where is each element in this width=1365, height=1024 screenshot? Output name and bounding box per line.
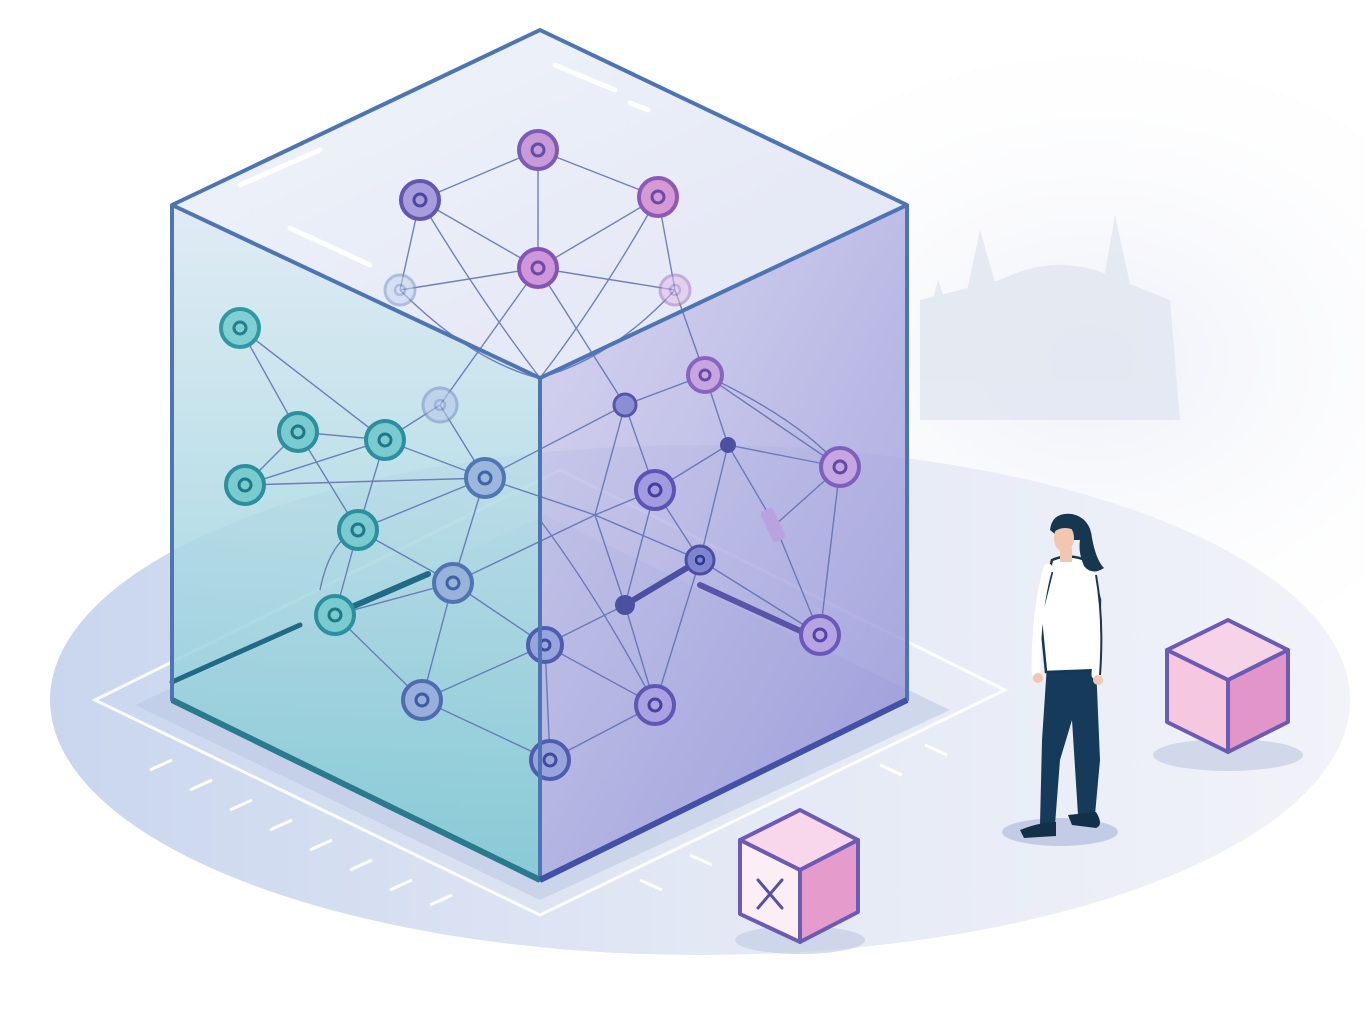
network-node — [517, 247, 559, 289]
network-node — [760, 507, 786, 543]
network-node — [219, 307, 261, 349]
network-node — [277, 411, 319, 453]
network-node — [634, 684, 676, 726]
network-node — [337, 509, 379, 551]
standing-person — [1002, 513, 1118, 846]
network-node — [615, 595, 635, 615]
network-node — [399, 179, 441, 221]
network-node — [658, 273, 692, 307]
network-node — [684, 544, 716, 576]
network-node — [799, 614, 841, 656]
network-node — [637, 176, 679, 218]
cube-edges — [170, 28, 909, 883]
network-node — [224, 464, 266, 506]
glass-cube — [169, 28, 909, 883]
pink-box-with-x — [735, 808, 865, 954]
network-node — [401, 679, 443, 721]
close-icon — [756, 878, 784, 910]
network-node — [464, 457, 506, 499]
network-node — [314, 594, 356, 636]
network-node — [529, 739, 571, 781]
network-node — [364, 419, 406, 461]
pink-box — [1153, 618, 1303, 771]
background-trees — [920, 215, 1180, 420]
network-node — [634, 469, 676, 511]
network-node — [421, 386, 459, 424]
network-nodes — [219, 129, 861, 781]
network-node — [383, 273, 417, 307]
cube-right-face — [540, 205, 907, 880]
network-node — [686, 356, 724, 394]
network-node — [432, 562, 474, 604]
network-node — [517, 129, 559, 171]
network-node — [819, 446, 861, 488]
network-node — [526, 626, 564, 664]
network-node — [612, 392, 638, 418]
network-node — [720, 437, 736, 453]
accent-line-teal — [337, 571, 431, 615]
